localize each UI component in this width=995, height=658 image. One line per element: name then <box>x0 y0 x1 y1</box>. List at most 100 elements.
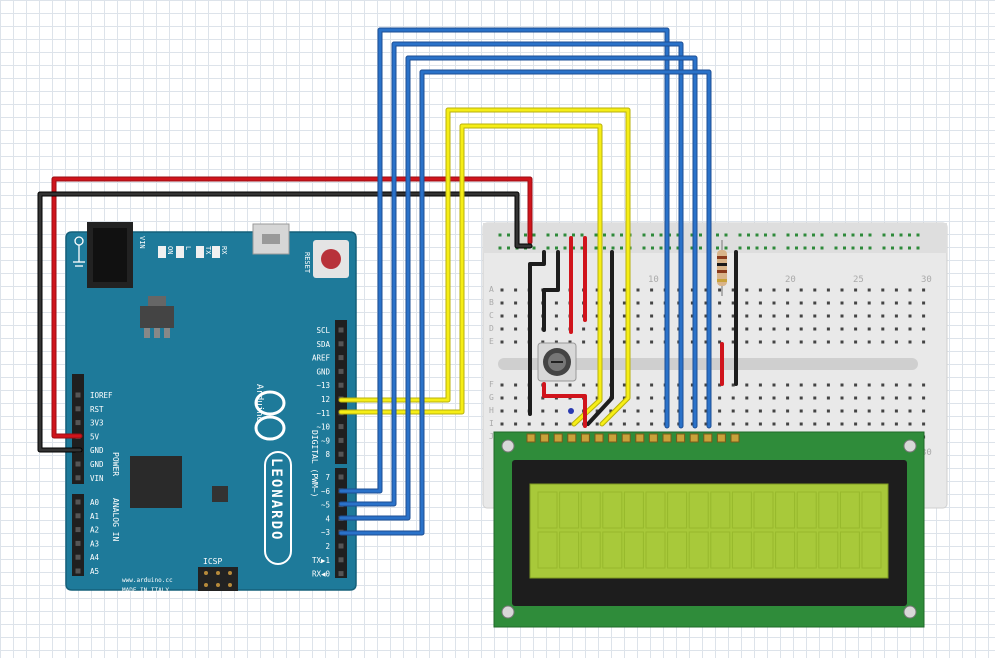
breadboard-hole <box>799 409 803 413</box>
breadboard-hole <box>813 422 817 426</box>
rail-hole <box>916 233 920 237</box>
pin-label: 8 <box>325 450 330 459</box>
breadboard-hole <box>650 422 654 426</box>
column-number: 10 <box>648 275 659 285</box>
breadboard-hole <box>595 327 599 331</box>
breadboard-hole <box>894 288 898 292</box>
rail-hole <box>594 233 598 237</box>
breadboard-hole <box>840 327 844 331</box>
rail-hole <box>724 233 728 237</box>
rail-hole <box>803 246 807 250</box>
pin-label: 5V <box>90 432 100 441</box>
breadboard-hole <box>718 383 722 387</box>
breadboard-hole <box>867 396 871 400</box>
breadboard-hole <box>568 422 572 426</box>
digital-pin-labels: SCLSDAAREFGND~1312~11~10~987~6~54~32TX▶1… <box>312 326 344 579</box>
row-label: G <box>489 393 494 402</box>
breadboard-hole <box>554 314 558 318</box>
breadboard-hole <box>704 301 708 305</box>
breadboard-hole <box>595 383 599 387</box>
breadboard-hole <box>718 396 722 400</box>
lcd-header-pins <box>526 433 740 443</box>
breadboard-hole <box>840 422 844 426</box>
breadboard-hole <box>514 409 518 413</box>
breadboard-hole <box>568 383 572 387</box>
breadboard-hole <box>826 409 830 413</box>
breadboard-hole <box>881 327 885 331</box>
breadboard-hole <box>554 340 558 344</box>
breadboard-hole <box>786 422 790 426</box>
rail-hole <box>620 246 623 250</box>
rail-hole <box>532 233 536 237</box>
rail-hole <box>594 246 598 250</box>
breadboard-hole <box>881 314 885 318</box>
breadboard-hole <box>786 301 790 305</box>
breadboard-hole <box>813 327 817 331</box>
led-label: L <box>184 246 192 250</box>
breadboard-hole <box>745 383 749 387</box>
breadboard-hole <box>636 422 640 426</box>
breadboard-hole <box>840 383 844 387</box>
jumper-black <box>528 250 546 416</box>
breadboard-hole <box>881 383 885 387</box>
header-pin <box>338 368 344 374</box>
rail-hole <box>572 233 575 237</box>
breadboard-hole <box>609 409 613 413</box>
lcd-pin <box>730 433 740 443</box>
header-pin <box>338 355 344 361</box>
breadboard-hole <box>867 301 871 305</box>
lcd-character-cell <box>623 491 644 529</box>
breadboard-hole <box>514 288 518 292</box>
rail-hole <box>690 233 694 237</box>
lcd-pin <box>662 433 672 443</box>
header-pin <box>338 437 344 443</box>
breadboard-hole <box>745 288 749 292</box>
rail-hole <box>659 233 663 237</box>
row-label: D <box>489 324 494 333</box>
header-pin <box>338 382 344 388</box>
breadboard-hole <box>854 396 858 400</box>
row-label: H <box>489 406 494 415</box>
breadboard-hole <box>690 314 694 318</box>
breadboard-hole <box>922 340 926 344</box>
breadboard-hole <box>813 383 817 387</box>
rail-hole <box>507 246 510 250</box>
breadboard-hole <box>650 409 654 413</box>
breadboard-hole <box>813 288 817 292</box>
lcd-character-cell <box>688 491 709 529</box>
breadboard-hole <box>786 288 790 292</box>
breadboard-hole <box>908 409 912 413</box>
breadboard-hole <box>541 422 545 426</box>
breadboard-hole <box>636 301 640 305</box>
lcd-character-cell <box>623 531 644 569</box>
potentiometer <box>537 342 577 382</box>
breadboard-hole <box>881 340 885 344</box>
pin-label: A4 <box>90 553 100 562</box>
rail-hole <box>507 233 510 237</box>
breadboard-hole <box>622 422 626 426</box>
breadboard-hole <box>745 340 749 344</box>
rail-hole <box>764 233 767 237</box>
icsp-label: ICSP <box>203 557 222 566</box>
breadboard-hole <box>826 383 830 387</box>
lcd-character-cell <box>645 531 666 569</box>
breadboard-hole <box>772 340 776 344</box>
breadboard-hole <box>908 340 912 344</box>
pin-label: GND <box>316 367 330 376</box>
lcd-character-cell <box>688 531 709 569</box>
rail-hole <box>580 246 584 250</box>
breadboard-hole <box>718 422 722 426</box>
breadboard-hole <box>690 396 694 400</box>
lcd-character-cell <box>559 491 580 529</box>
breadboard-hole <box>595 422 599 426</box>
header-pin <box>338 341 344 347</box>
rail-hole <box>747 233 750 237</box>
breadboard-hole <box>718 301 722 305</box>
header-pin <box>338 557 344 563</box>
breadboard-hole <box>799 288 803 292</box>
breadboard-hole <box>867 409 871 413</box>
lcd-pin <box>703 433 713 443</box>
breadboard-hole <box>840 314 844 318</box>
header-pin <box>338 543 344 549</box>
